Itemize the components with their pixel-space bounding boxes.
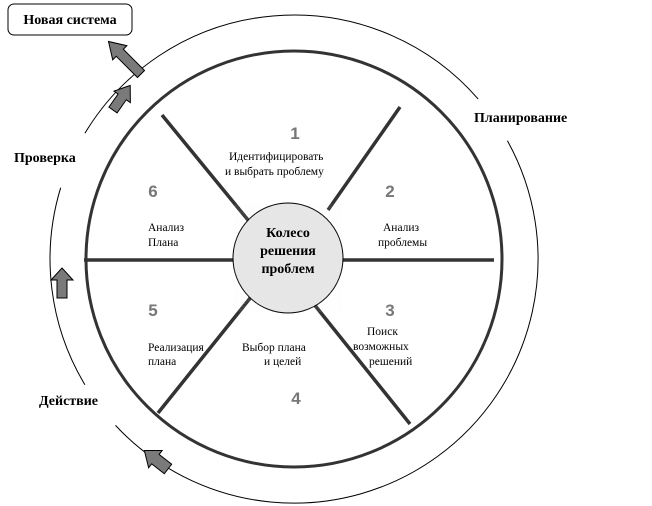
step-6-label-line1: Анализ [148,222,185,234]
step-2-label-line1: Анализ [383,222,420,234]
step-5-label-line1: Реализация [148,342,205,354]
step-3-label-line2: возможных [353,341,409,353]
hub-label-line3: проблем [261,262,315,277]
step-2-number: 2 [385,182,394,201]
step-4-label-line1: Выбор плана [242,342,306,354]
step-3-label-line3: решений [369,356,412,368]
hub-label-line1: Колесо [266,226,310,241]
step-3-label-line1: Поиск [367,326,398,338]
step-4-number: 4 [291,389,301,408]
outer-arc-top [84,14,479,134]
outer-arc-right-bottom [115,140,539,504]
new-system-label: Новая система [23,13,116,28]
new-system-box: Новая система [7,3,133,36]
spoke-top-left [160,113,250,222]
step-4-label-line2: и целей [264,356,301,368]
outer-arc-left [49,187,86,385]
spoke-top-right [326,105,402,212]
step-5-number: 5 [148,301,157,320]
arrow-to-new-system-icon [107,40,146,79]
step-1-label-line2: и выбрать проблему [225,166,324,178]
wheel-hub: Колесо решения проблем [232,202,344,314]
step-3-number: 3 [385,301,394,320]
phase-action-label: Действие [39,394,98,409]
hub-label-line2: решения [260,244,316,259]
arrow-check-top-icon [108,84,131,114]
step-6-number: 6 [148,182,157,201]
step-6-label-line2: Плана [148,237,178,249]
phase-check-label: Проверка [14,151,76,166]
step-1-label-line1: Идентифицировать [229,151,323,163]
step-5-label-line2: плана [148,356,176,368]
step-2-label-line2: проблемы [378,237,427,249]
wheel-spokes [84,105,494,426]
arrow-action-left-icon [49,267,75,299]
spoke-bottom-right [311,301,412,426]
phase-planning-label: Планирование [474,111,567,126]
arrow-bottom-icon [143,449,173,475]
step-1-number: 1 [290,124,299,143]
spoke-bottom-left [156,295,253,415]
